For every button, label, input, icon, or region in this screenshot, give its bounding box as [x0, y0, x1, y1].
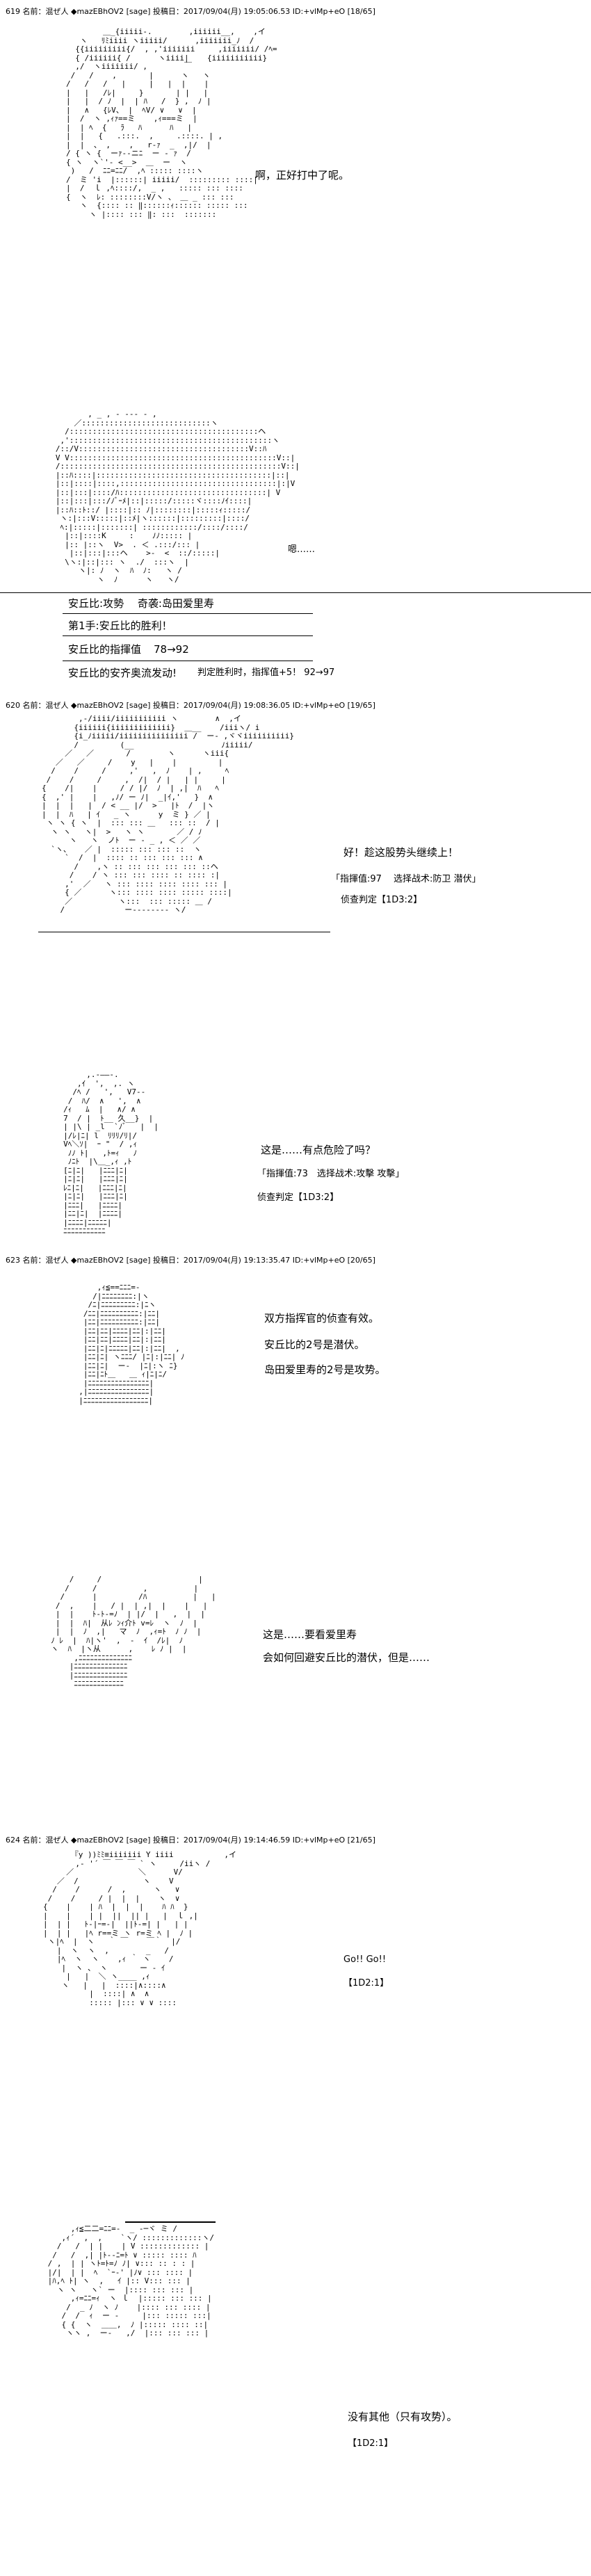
post-header: 624 名前：混ぜ人 ◆mazEBhOV2 [sage] 投稿日：2017/09… [6, 1836, 375, 1845]
ascii-art-6: / / | / / , | / | /ﾊ | | / , | / | | ,| … [51, 1575, 216, 1688]
dialog-line: 岛田爱里寿的2号是攻势。 [264, 1363, 386, 1376]
dialog-line: 会如何回避安丘比的潜伏，但是…… [263, 1651, 430, 1664]
dialog-line: 这是……有点危险了吗？ [261, 1144, 376, 1156]
ascii-art-5: ,ｨ≦==ﾆﾆﾆ=- /|ﾆﾆﾆﾆﾆﾆﾆﾆ:|ヽ /ﾆ|ﾆﾆﾆﾆﾆﾆﾆﾆﾆ:|ﾆ… [79, 1283, 185, 1405]
info-title: 安丘比:攻勢 奇袭:岛田爱里寿 [68, 597, 214, 610]
dialog-sub: 【1D2:1】 [343, 1978, 389, 1988]
info-rule [63, 635, 313, 636]
dialog-line: 安丘比的2号是潜伏。 [264, 1338, 365, 1351]
ascii-art-4: ,.-――-. ,ｲ ', ,. ヽ /ﾍ / ', V7-- / ﾊ/ ∧ '… [63, 1070, 159, 1236]
dialog-line: 嗯…… [288, 544, 316, 555]
divider [0, 592, 591, 593]
dialog-sub: 侦查判定【1D3:2】 [257, 1192, 339, 1203]
dialog-sub: 侦查判定【1D3:2】 [341, 895, 423, 905]
info-command-value: 78→92 [154, 643, 189, 656]
info-trigger-value: 判定胜利时，指挥值+5！ 92→97 [197, 667, 335, 678]
dialog-sub: 【1D2:1】 [348, 2438, 394, 2449]
ascii-art-1: ＿_{iiiii-. ,iiiiii__, ,イ ヽ ﾘﾐiiii ヽiiiii… [66, 27, 277, 219]
dialog-line: 好！趁这股势头继续上！ [343, 846, 459, 859]
info-trigger-label: 安丘比的安齐奥流发动! [68, 667, 177, 679]
post-header: 619 名前：混ぜ人 ◆mazEBhOV2 [sage] 投稿日：2017/09… [6, 7, 375, 16]
ascii-art-8: ,ｨ≦二二=ﾆﾆ=- _ -─ヾ ミ / ,ｨ´ , , `ヽ/ :::::::… [47, 2224, 215, 2338]
info-command-label: 安丘比的指揮值 [68, 643, 142, 656]
info-rule [63, 613, 313, 614]
dialog-line: 啊，正好打中了呢。 [255, 169, 350, 181]
hat-brim [125, 2221, 216, 2223]
ascii-art-2: , _ , - --- - , ／:::::::::::::::::::::::… [55, 410, 300, 584]
info-result: 第1手:安丘比的胜利！ [68, 619, 172, 632]
post-header: 620 名前：混ぜ人 ◆mazEBhOV2 [sage] 投稿日：2017/09… [6, 701, 375, 710]
ascii-art-3: ,-/iiii/iiiiiiiiiii ヽ ∧ ,イ {iiiiii{iiiii… [42, 714, 295, 914]
ascii-art-7: 『y ))ﾐﾐ≡iiiiiii Y iiii ,イ ,- '´ ￣ ￣ ￣ ` … [43, 1850, 237, 2007]
dialog-line: 双方指挥官的侦查有效。 [264, 1312, 380, 1325]
dialog-sub: 「指揮值:73 选择战术:攻擊 攻擊」 [257, 1169, 405, 1179]
dialog-line: 没有其他（只有攻势）。 [348, 2411, 458, 2423]
dialog-line: 这是……要看爱里寿 [263, 1628, 357, 1641]
dialog-sub: 「指揮值:97 选择战术:防卫 潜伏」 [331, 874, 481, 884]
post-header: 623 名前：混ぜ人 ◆mazEBhOV2 [sage] 投稿日：2017/09… [6, 1256, 375, 1265]
dialog-line: Go!! Go!! [343, 1954, 387, 1965]
